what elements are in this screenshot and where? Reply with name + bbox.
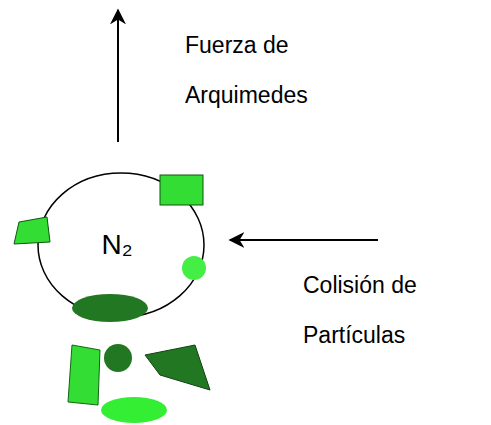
force-label: Colisión de Partículas	[303, 260, 453, 360]
particle	[104, 344, 132, 372]
particle	[145, 345, 210, 390]
molecule-circle: N₂	[37, 172, 205, 318]
particle	[101, 397, 167, 423]
particle	[68, 345, 100, 405]
buoyancy-arrow	[117, 10, 119, 142]
molecule-formula: N₂	[101, 229, 132, 261]
collision-arrow	[230, 239, 378, 241]
force-label: Fuerza de Arquimedes	[185, 20, 335, 120]
